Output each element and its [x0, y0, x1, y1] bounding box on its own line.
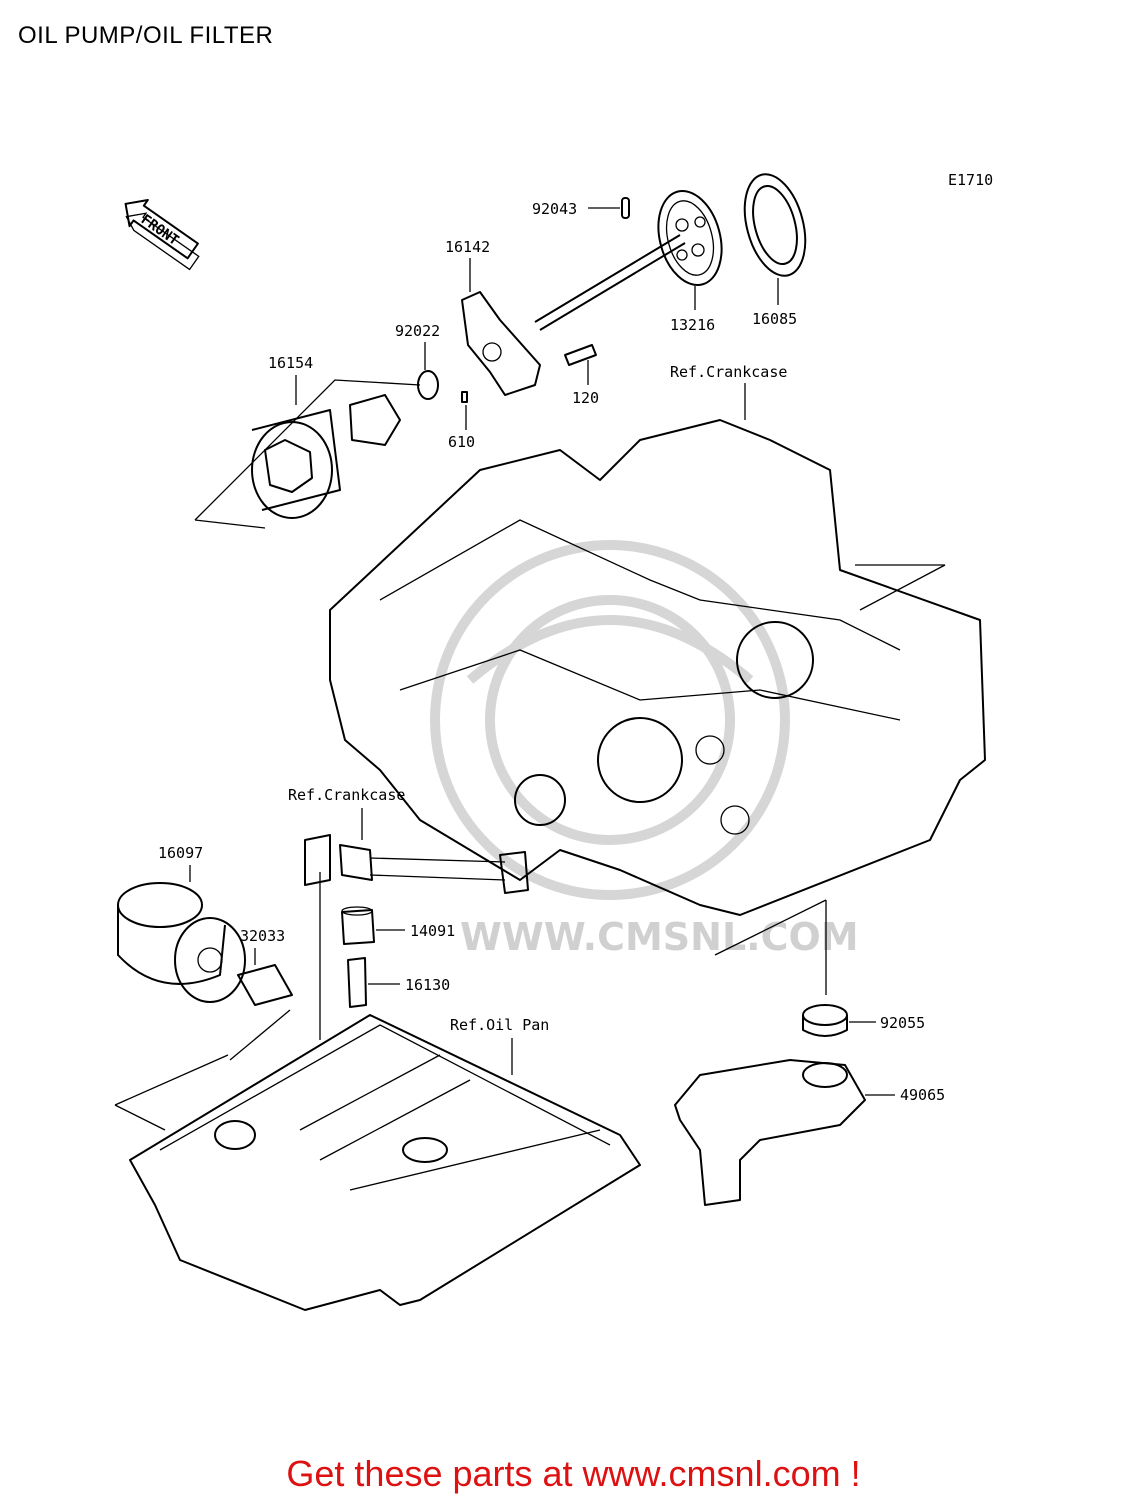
- part-610-pin: 610: [448, 391, 475, 451]
- part-16154-rotor-set: 16154: [194, 354, 421, 529]
- part-49065-oil-strainer: 49065: [674, 1059, 945, 1206]
- part-16130-relief-valve: 16130: [347, 957, 450, 1008]
- watermark-text: WWW.CMSNL.COM: [460, 915, 859, 959]
- label-120: 120: [572, 389, 599, 407]
- label-ref-crankcase-top: Ref.Crankcase: [670, 363, 787, 381]
- part-32033-pipe: 32033: [237, 927, 293, 1006]
- ref-oil-pan: Ref.Oil Pan: [450, 1016, 549, 1075]
- ref-crankcase-mid: Ref.Crankcase: [288, 786, 405, 840]
- part-92043-pin: 92043: [532, 197, 630, 219]
- label-14091: 14091: [410, 922, 455, 940]
- watermark-logo: WWW.CMSNL.COM: [430, 540, 859, 959]
- ref-crankcase-top: Ref.Crankcase: [670, 363, 787, 420]
- label-16085: 16085: [752, 310, 797, 328]
- label-32033: 32033: [240, 927, 285, 945]
- part-16097-oil-filter: 16097: [117, 844, 246, 1003]
- front-arrow-icon: FRONT: [124, 198, 200, 271]
- part-92055-o-ring: 92055: [714, 899, 925, 1037]
- diagram-code: E1710: [948, 171, 993, 189]
- label-16154: 16154: [268, 354, 313, 372]
- part-92022-washer: 92022: [395, 322, 440, 400]
- part-14091-collar: 14091: [341, 906, 455, 945]
- label-13216: 13216: [670, 316, 715, 334]
- label-16142: 16142: [445, 238, 490, 256]
- label-610: 610: [448, 433, 475, 451]
- label-ref-oil-pan: Ref.Oil Pan: [450, 1016, 549, 1034]
- label-92043: 92043: [532, 200, 577, 218]
- exploded-parts-diagram: WWW.CMSNL.COM E1710 FRONT 92043 13216 16…: [114, 171, 993, 1311]
- label-92022: 92022: [395, 322, 440, 340]
- label-49065: 49065: [900, 1086, 945, 1104]
- crankcase-outline: [329, 419, 986, 916]
- part-16142-pump-cover: 16142: [445, 238, 541, 396]
- part-16085-gear: 16085: [743, 173, 807, 328]
- part-120-bolt: 120: [564, 344, 599, 407]
- oil-pan-outline: [114, 872, 641, 1311]
- page-title: OIL PUMP/OIL FILTER: [18, 22, 274, 49]
- label-16097: 16097: [158, 844, 203, 862]
- part-13216-pump-shaft-gear: 13216: [534, 189, 723, 334]
- label-ref-crankcase-mid: Ref.Crankcase: [288, 786, 405, 804]
- part-oil-pipe-fitting: [304, 834, 529, 894]
- footer-link-text[interactable]: Get these parts at www.cmsnl.com !: [286, 1453, 861, 1494]
- label-92055: 92055: [880, 1014, 925, 1032]
- label-16130: 16130: [405, 976, 450, 994]
